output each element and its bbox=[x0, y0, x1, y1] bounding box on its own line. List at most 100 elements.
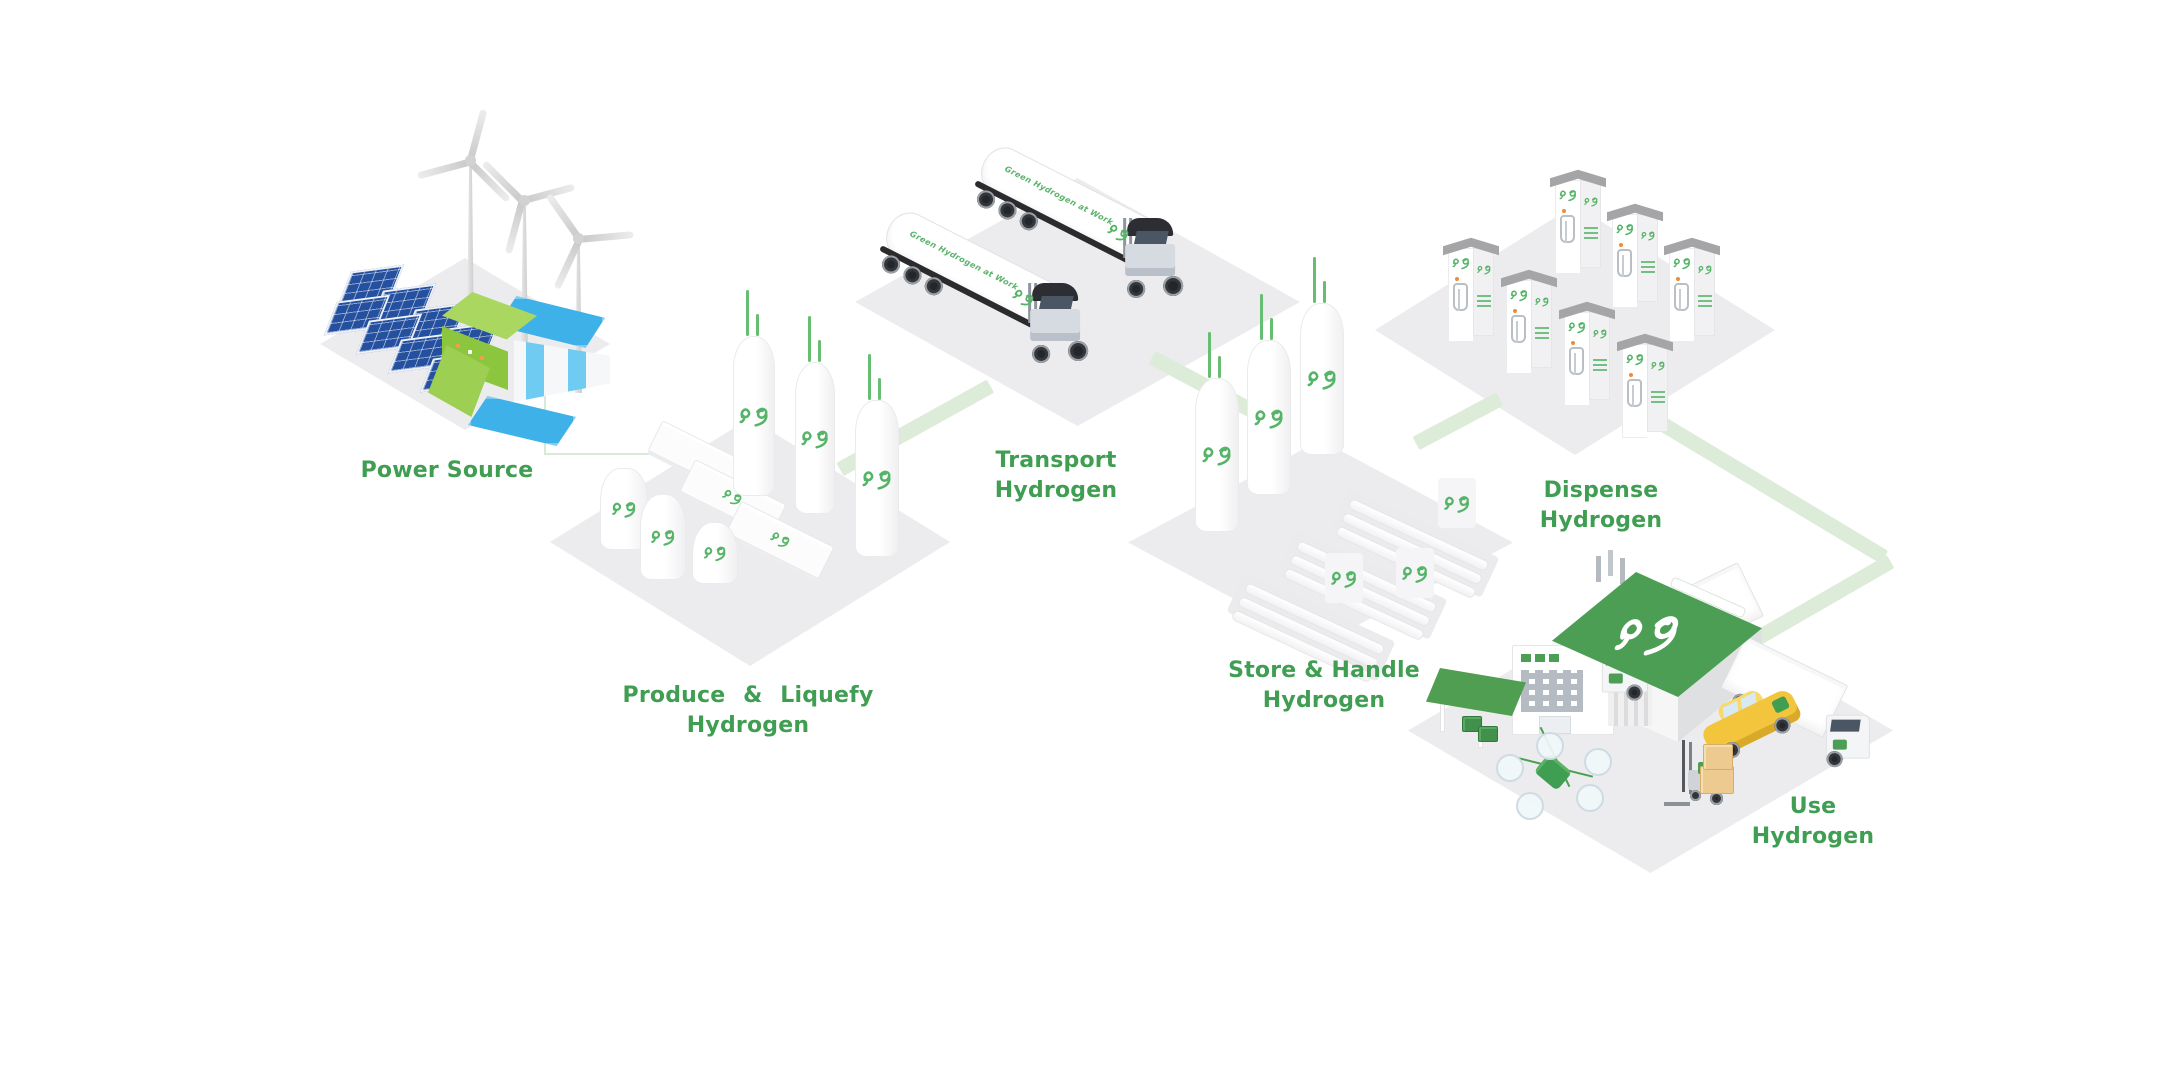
storage-cylinder-tall bbox=[1247, 340, 1291, 495]
turbine-blade bbox=[578, 231, 634, 244]
plug-logo-icon bbox=[1615, 221, 1635, 237]
turbine-hub bbox=[465, 155, 476, 166]
status-dot bbox=[1619, 243, 1623, 247]
plug-logo-icon bbox=[1640, 229, 1656, 242]
turbine-hub bbox=[519, 195, 530, 206]
forklift-fork bbox=[1664, 802, 1690, 806]
dispenser-roof bbox=[1664, 240, 1720, 256]
plug-logo-icon bbox=[1650, 359, 1666, 372]
roof-vent bbox=[1608, 550, 1613, 576]
plug-logo-icon bbox=[737, 403, 771, 429]
storage-pad bbox=[1396, 548, 1434, 598]
plug-logo-icon bbox=[1534, 295, 1550, 308]
use-label-line1: Use bbox=[1789, 794, 1837, 819]
hydrogen-dispenser bbox=[1564, 304, 1610, 406]
cab-body bbox=[1030, 308, 1081, 341]
dispenser-roof bbox=[1550, 172, 1606, 188]
vent-line bbox=[818, 340, 821, 362]
cargo-drone bbox=[1496, 726, 1616, 822]
cargo-box bbox=[1700, 766, 1734, 794]
plug-logo-icon bbox=[649, 526, 677, 548]
drone-rotor bbox=[1576, 784, 1604, 812]
dispenser-text-lines bbox=[1697, 293, 1712, 307]
plug-logo-icon bbox=[767, 527, 794, 552]
roof-vent bbox=[1620, 558, 1625, 584]
status-dot bbox=[1513, 309, 1517, 313]
fuel-nozzle bbox=[1674, 283, 1689, 311]
green-crate bbox=[1462, 716, 1482, 732]
green-crate bbox=[1478, 726, 1498, 742]
truck-cab bbox=[1028, 282, 1090, 379]
transport-label-line2: Hydrogen bbox=[994, 478, 1118, 503]
fuel-nozzle bbox=[1627, 379, 1642, 407]
green-accent bbox=[1608, 673, 1623, 684]
fuel-nozzle bbox=[1560, 215, 1575, 243]
status-dot bbox=[1629, 373, 1633, 377]
storage-pad bbox=[1325, 553, 1363, 603]
dispenser-text-lines bbox=[1534, 325, 1549, 339]
storage-cylinder-small bbox=[692, 522, 738, 584]
fuel-nozzle bbox=[1569, 347, 1584, 375]
storage-cylinder-tall bbox=[1195, 378, 1239, 532]
store-label-line1: Store & Handle bbox=[1228, 658, 1420, 683]
plug-logo-icon bbox=[1442, 492, 1472, 515]
hydrogen-dispenser bbox=[1555, 172, 1601, 274]
building-window-dot bbox=[468, 350, 472, 354]
vent-line bbox=[1208, 332, 1211, 378]
connector-power-produce-horizontal bbox=[544, 453, 674, 455]
power-source-label: Power Source bbox=[360, 458, 534, 483]
plug-logo-icon bbox=[1200, 442, 1234, 468]
plug-logo-icon bbox=[1476, 263, 1492, 276]
turbine-hub bbox=[573, 233, 584, 244]
wheel bbox=[1032, 344, 1051, 363]
plug-logo-icon bbox=[610, 498, 638, 520]
hydro-lower-pool bbox=[468, 396, 576, 446]
dispense-label-line1: Dispense bbox=[1543, 478, 1659, 503]
cargo-box bbox=[1703, 744, 1733, 770]
use-label-line2: Hydrogen bbox=[1751, 824, 1875, 849]
dispenser-text-lines bbox=[1640, 259, 1655, 273]
green-accent bbox=[1832, 739, 1847, 750]
fuel-nozzle bbox=[1511, 315, 1526, 343]
dispenser-text-lines bbox=[1476, 293, 1491, 307]
drone-rotor bbox=[1496, 754, 1524, 782]
turbine-pole bbox=[521, 203, 528, 355]
storage-cylinder-tall bbox=[1300, 303, 1344, 455]
forklift-mast bbox=[1689, 742, 1692, 794]
canopy-post bbox=[1440, 700, 1445, 732]
dispenser-roof bbox=[1501, 272, 1557, 288]
wheel bbox=[1710, 792, 1723, 805]
wheel bbox=[1690, 790, 1701, 801]
plug-logo-icon bbox=[1583, 195, 1599, 208]
turbine-blade bbox=[504, 199, 526, 254]
plug-logo-icon bbox=[1451, 255, 1471, 271]
hydrogen-dispenser bbox=[1612, 206, 1658, 308]
hydrogen-dispenser bbox=[1506, 272, 1552, 374]
plug-logo-icon bbox=[1329, 567, 1359, 590]
drone-rotor bbox=[1516, 792, 1544, 820]
plug-logo-icon bbox=[1509, 287, 1529, 303]
office-green-accent bbox=[1535, 654, 1545, 662]
dispenser-text-lines bbox=[1583, 225, 1598, 239]
plug-logo-icon bbox=[860, 466, 894, 492]
plug-logo-icon bbox=[1558, 187, 1578, 203]
plug-logo-icon bbox=[1400, 562, 1430, 585]
plug-logo-icon bbox=[1567, 319, 1587, 335]
status-dot bbox=[1455, 277, 1459, 281]
status-dot bbox=[1562, 209, 1566, 213]
dispenser-roof bbox=[1443, 240, 1499, 256]
vent-line bbox=[1270, 318, 1273, 340]
hydrogen-dispenser bbox=[1669, 240, 1715, 342]
dispenser-text-lines bbox=[1650, 389, 1665, 403]
storage-pad bbox=[1438, 478, 1476, 528]
plug-logo-icon bbox=[1252, 405, 1286, 431]
fuel-nozzle bbox=[1617, 249, 1632, 277]
plug-logo-icon bbox=[1305, 366, 1339, 392]
hydrogen-dispenser bbox=[1448, 240, 1494, 342]
turbine-blade bbox=[416, 158, 471, 180]
plug-logo-icon bbox=[1604, 606, 1691, 662]
wheel bbox=[1163, 275, 1184, 296]
storage-cylinder-small bbox=[640, 494, 686, 580]
cab-windshield bbox=[1830, 719, 1862, 732]
fuel-nozzle bbox=[1453, 283, 1468, 311]
